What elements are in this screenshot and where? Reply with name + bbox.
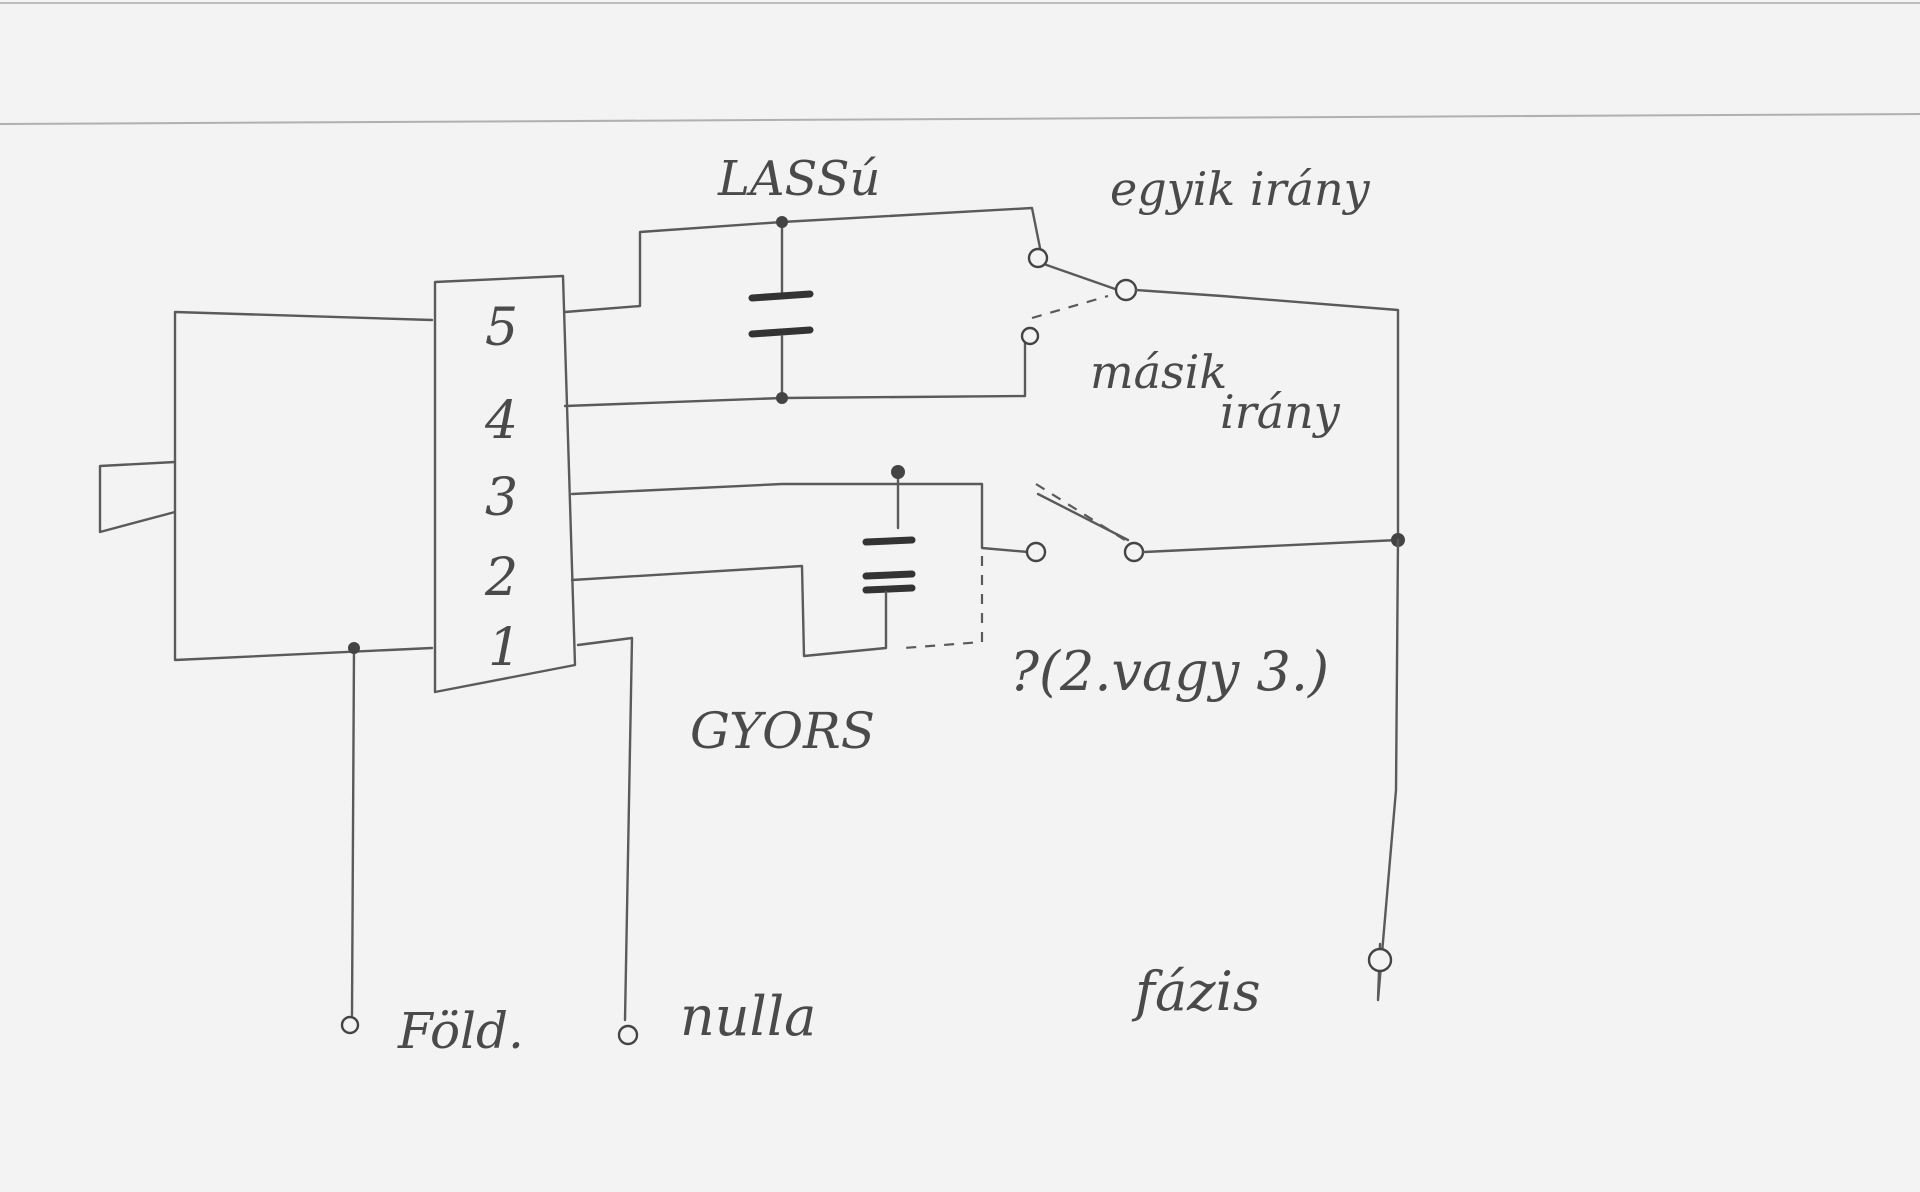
label-one-direction: egyik irány [1110, 162, 1371, 216]
supply-wiring [340, 538, 1400, 1046]
label-slow: LASSú [717, 151, 880, 207]
label-uncertain-note: ?(2.vagy 3.) [1010, 640, 1329, 703]
label-fast: GYORS [690, 702, 875, 760]
terminal-number-5: 5 [485, 298, 518, 358]
fast-capacitor-circuit [570, 465, 1405, 658]
switch-contact [1027, 247, 1049, 269]
phase-terminal [1367, 947, 1393, 973]
terminal-block: 5 4 3 2 1 [433, 274, 577, 694]
earth-terminal [340, 1015, 360, 1035]
label-other-direction-1: másik [1090, 345, 1227, 399]
terminal-number-3: 3 [485, 468, 518, 528]
terminal-number-1: 1 [488, 618, 521, 678]
capacitor-plate [748, 290, 814, 302]
switch-contact [1020, 326, 1040, 346]
switch-contact [1114, 278, 1138, 302]
slow-capacitor-circuit [563, 206, 1400, 542]
capacitor-plate [862, 584, 916, 594]
label-neutral: nulla [680, 985, 816, 1048]
capacitor-plate [862, 536, 916, 546]
capacitor-plate [862, 570, 916, 580]
label-phase: fázis [1131, 960, 1261, 1023]
terminal-number-4: 4 [484, 391, 518, 451]
switch-contact [1123, 541, 1145, 563]
terminal-number-2: 2 [484, 548, 518, 608]
paper-fold-line [0, 113, 1920, 125]
motor-symbol [98, 310, 434, 662]
label-earth: Föld. [397, 1002, 524, 1060]
capacitor-plate [748, 326, 814, 338]
label-other-direction-2: irány [1220, 385, 1341, 439]
switch-contact [1025, 541, 1047, 563]
neutral-terminal [617, 1024, 639, 1046]
